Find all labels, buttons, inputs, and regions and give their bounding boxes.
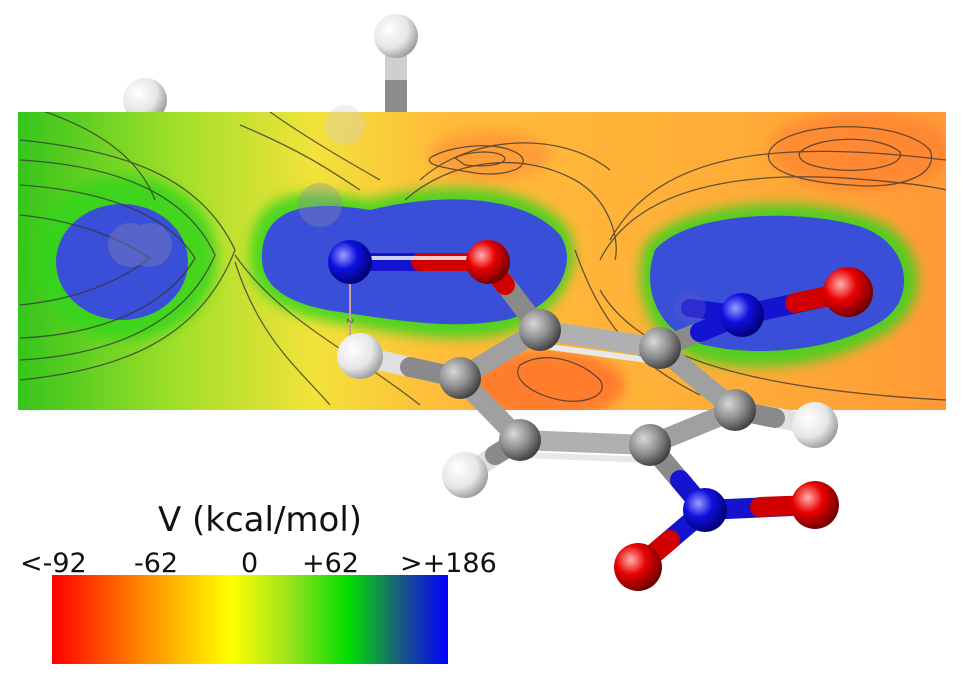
bond-label: 2 xyxy=(344,318,354,324)
hydrogen-atom xyxy=(792,402,838,448)
legend-tick: -62 xyxy=(134,548,179,579)
hydrogen-atom xyxy=(374,14,418,58)
interaction-line: 2 xyxy=(344,280,354,345)
legend-tick-min: <-92 xyxy=(20,548,87,579)
ghost-atoms xyxy=(108,105,706,324)
atoms xyxy=(328,240,873,591)
hydrogen-atom xyxy=(337,333,383,379)
carbon-atom xyxy=(439,357,481,399)
colorbar xyxy=(52,575,448,664)
carbon-atom xyxy=(629,424,671,466)
legend-tick-max: >+186 xyxy=(400,548,497,579)
oxygen-atom xyxy=(614,543,662,591)
hydrogen-atom xyxy=(123,78,167,122)
carbon-atom xyxy=(714,389,756,431)
oxygen-atom xyxy=(791,481,839,529)
nitrogen-atom xyxy=(683,488,727,532)
carbon-atom xyxy=(499,419,541,461)
legend-tick-zero: 0 xyxy=(241,548,259,579)
oxygen-atom xyxy=(466,240,510,284)
nitrogen-atom xyxy=(720,293,764,337)
nitrogen-atom xyxy=(328,240,372,284)
carbon-atom xyxy=(519,309,561,351)
hydrogen-atom xyxy=(442,452,488,498)
oxygen-atom xyxy=(823,267,873,317)
carbon-atom xyxy=(639,327,681,369)
legend-tick: +62 xyxy=(302,548,359,579)
legend-title: V (kcal/mol) xyxy=(157,500,363,540)
